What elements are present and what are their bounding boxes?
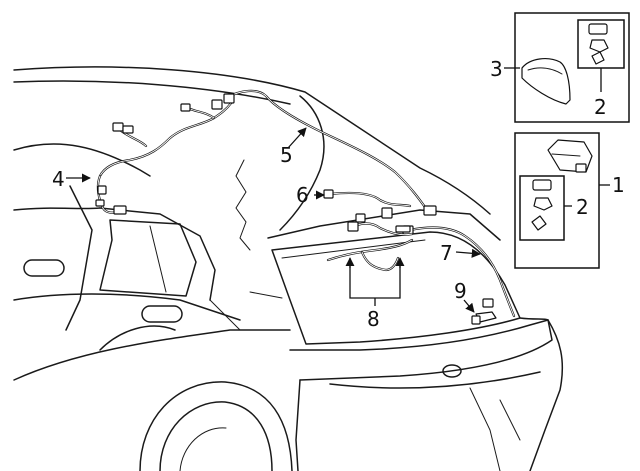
- callout-1: 1: [612, 173, 625, 197]
- callout-6: 6: [296, 183, 309, 207]
- part-9-connector: [471, 311, 497, 325]
- harness-6: [323, 189, 412, 219]
- callout-2a: 2: [594, 95, 607, 119]
- module-assembly-box: [514, 132, 600, 269]
- callout-labels: 1 2 2 3 4 5 6 7 8 9: [52, 57, 625, 331]
- leader-lines: [66, 67, 610, 313]
- callout-9: 9: [454, 279, 467, 303]
- callout-8: 8: [367, 307, 380, 331]
- harness-4: [95, 99, 234, 215]
- callout-5: 5: [280, 143, 293, 167]
- vehicle-outline: [13, 66, 564, 471]
- callout-7: 7: [440, 241, 453, 265]
- callout-2b: 2: [576, 195, 589, 219]
- antenna-assembly-box: [514, 12, 630, 123]
- callout-3: 3: [490, 57, 503, 81]
- callout-4: 4: [52, 167, 65, 191]
- harness-5: [223, 89, 437, 216]
